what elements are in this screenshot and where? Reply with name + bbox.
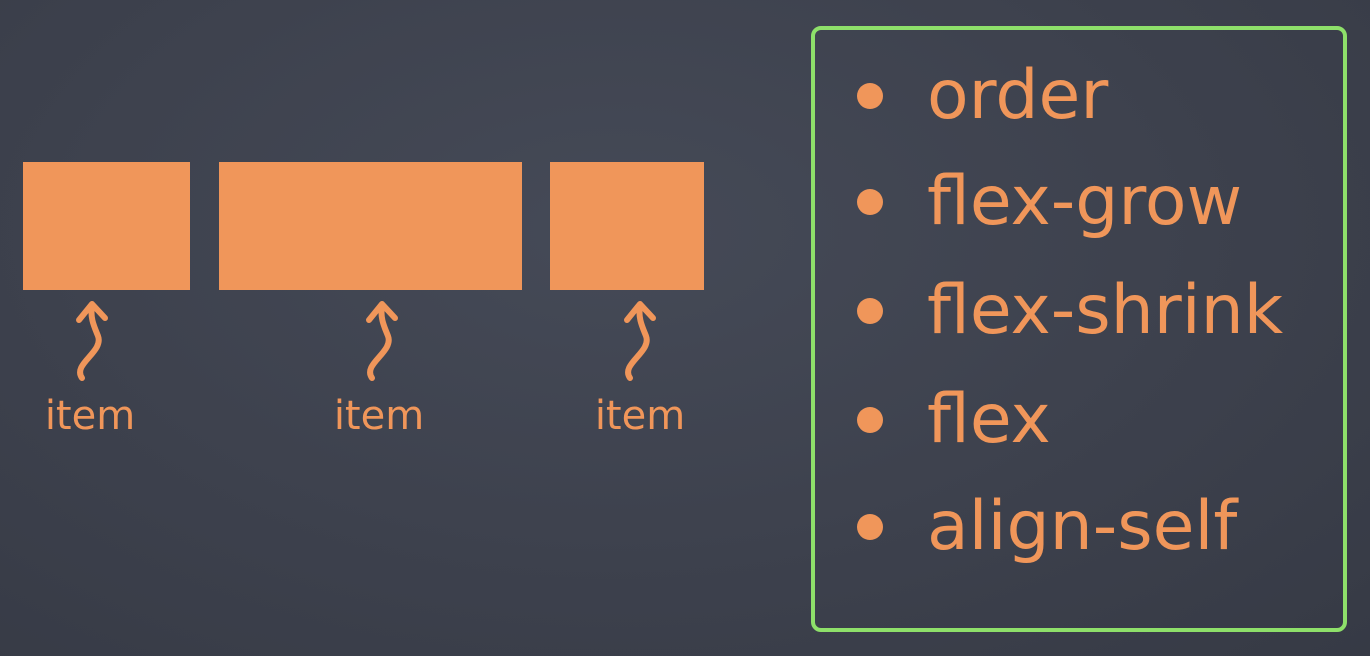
property-item-flex: flex	[857, 380, 1051, 460]
flex-item-box-1	[23, 162, 190, 290]
property-label: align-self	[927, 487, 1238, 566]
property-label: order	[927, 56, 1109, 135]
flex-item-label: item	[594, 393, 686, 439]
bullet-dot-icon	[857, 514, 883, 540]
flex-item-box-3	[550, 162, 704, 290]
flex-item-label: item	[333, 393, 425, 439]
bullet-dot-icon	[857, 189, 883, 215]
curly-arrow-icon	[624, 301, 656, 381]
flex-item-box-2	[219, 162, 522, 290]
bullet-dot-icon	[857, 83, 883, 109]
property-label: flex	[927, 380, 1051, 459]
property-label: flex-grow	[927, 162, 1243, 241]
property-item-order: order	[857, 56, 1108, 136]
flex-item-properties-panel: order flex-grow flex-shrink flex align-s…	[811, 26, 1347, 632]
curly-arrow-icon	[366, 301, 398, 381]
curly-arrow-icon	[76, 301, 108, 381]
bullet-dot-icon	[857, 298, 883, 324]
flex-item-label: item	[44, 393, 136, 439]
property-item-flex-shrink: flex-shrink	[857, 271, 1283, 351]
property-item-align-self: align-self	[857, 487, 1237, 567]
property-label: flex-shrink	[927, 271, 1284, 350]
bullet-dot-icon	[857, 407, 883, 433]
property-item-flex-grow: flex-grow	[857, 162, 1242, 242]
